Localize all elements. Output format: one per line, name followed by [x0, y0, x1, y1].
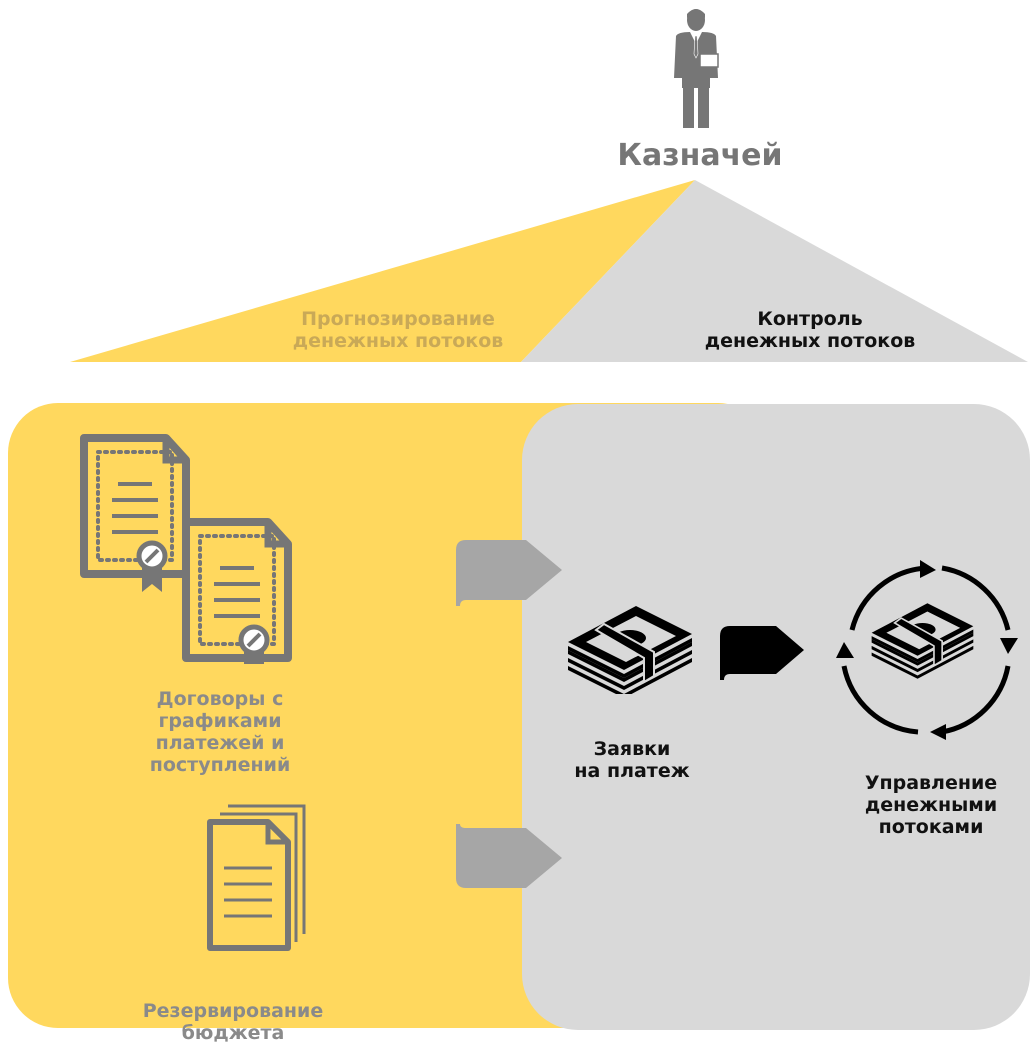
arrow-requests-to-management — [720, 626, 804, 680]
control-label: Контроль денежных потоков — [704, 308, 916, 352]
arrow-budget-to-requests — [456, 824, 562, 888]
role-title: Казначей — [617, 138, 783, 173]
payment-requests-label: Заявки на платеж — [574, 738, 690, 782]
roof-forecast-area — [70, 180, 695, 362]
budget-label: Резервирование бюджета — [142, 1000, 324, 1044]
forecast-label: Прогнозирование денежных потоков — [292, 308, 504, 352]
roof-control-area — [521, 180, 1028, 362]
roof-diagram — [70, 180, 1028, 362]
money-stack-icon — [568, 606, 692, 694]
stacked-documents-icon — [207, 804, 306, 951]
businessman-icon — [674, 9, 719, 128]
arrow-contracts-to-requests — [456, 540, 562, 606]
certificate-documents-icon — [80, 434, 292, 664]
control-panel — [522, 404, 1030, 1030]
money-cycle-icon — [836, 560, 1018, 740]
cashflow-management-label: Управление денежными потоками — [864, 772, 998, 838]
contracts-label: Договоры с графиками платежей и поступле… — [149, 688, 291, 776]
